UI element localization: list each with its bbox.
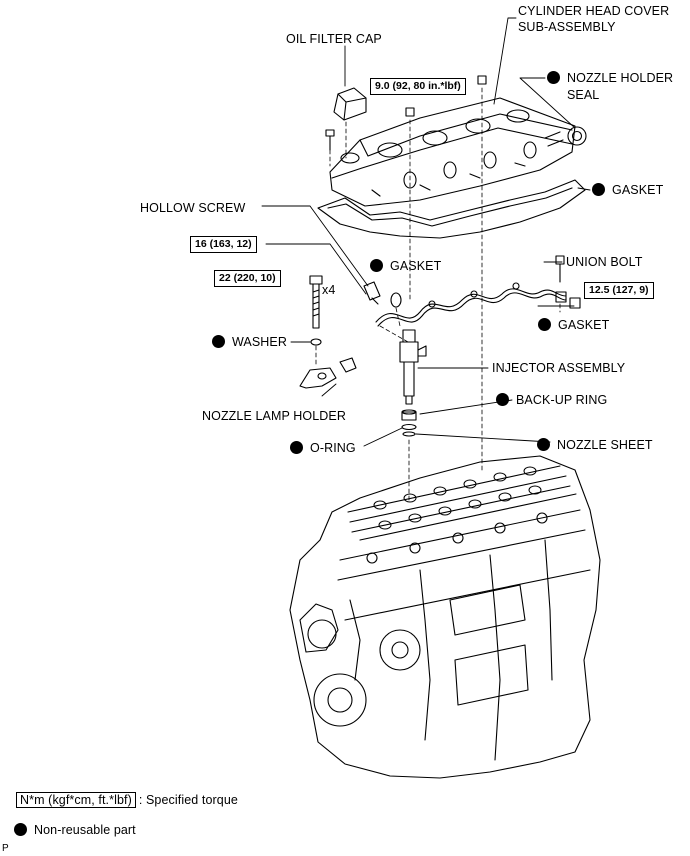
- back-up-ring-label: BACK-UP RING: [496, 393, 607, 407]
- cylinder-head-cover-label-line1: CYLINDER HEAD COVER: [518, 4, 670, 18]
- x4-label: x4: [322, 283, 336, 297]
- injection-pipe: [375, 282, 567, 327]
- legend-unit-text: : Specified torque: [138, 793, 238, 807]
- union-bolt: [555, 255, 567, 303]
- engine-block: [289, 455, 601, 779]
- oil-filter-cap-label: OIL FILTER CAP: [286, 32, 382, 46]
- oil-filter-cap: [333, 87, 367, 121]
- hollow-screw-label: HOLLOW SCREW: [140, 201, 246, 215]
- nonreusable-dot: [496, 393, 509, 406]
- nozzle-holder-seal: [567, 126, 587, 146]
- legend-unit-box: N*m (kgf*cm, ft.*lbf): [16, 792, 136, 808]
- injector-assembly-label: INJECTOR ASSEMBLY: [492, 361, 626, 375]
- nozzle-lamp-holder-label: NOZZLE LAMP HOLDER: [202, 409, 346, 423]
- alignment-lines: [315, 87, 561, 501]
- torque-hollow-screw: 16 (163, 12): [190, 236, 257, 253]
- torque-clamp-bolt: 22 (220, 10): [214, 270, 281, 287]
- union-gasket-label: GASKET: [538, 318, 609, 332]
- cover-gasket-label: GASKET: [592, 183, 663, 197]
- back-up-ring: [401, 409, 417, 421]
- nonreusable-dot: [370, 259, 383, 272]
- legend-nonreusable: Non-reusable part: [14, 823, 136, 837]
- nozzle-sheet-label: NOZZLE SHEET: [537, 438, 653, 452]
- o-ring: [401, 423, 417, 431]
- nonreusable-dot: [547, 71, 560, 84]
- cylinder-head-cover-label-line2: SUB-ASSEMBLY: [518, 20, 616, 34]
- o-ring-label: O-RING: [290, 441, 356, 455]
- nonreusable-dot: [212, 335, 225, 348]
- nonreusable-dot: [537, 438, 550, 451]
- injector-assembly: [399, 329, 427, 405]
- torque-cover-nut: 9.0 (92, 80 in.*lbf): [370, 78, 466, 95]
- clamp-bolt: [309, 275, 323, 329]
- union-gasket: [569, 297, 581, 309]
- nonreusable-dot: [592, 183, 605, 196]
- nonreusable-dot: [290, 441, 303, 454]
- hollow-screw-gasket-label: GASKET: [370, 259, 441, 273]
- cover-gasket: [317, 179, 586, 239]
- leader-lines: [261, 17, 591, 447]
- nonreusable-dot: [14, 823, 27, 836]
- nozzle-holder-seal-label-line1: NOZZLE HOLDER: [547, 71, 673, 85]
- nozzle-sheet: [402, 431, 416, 437]
- corner-mark: P: [2, 843, 9, 854]
- washer-label: WASHER: [212, 335, 287, 349]
- hollow-screw: [363, 281, 381, 305]
- nozzle-lamp-holder: [299, 357, 357, 389]
- cylinder-head-cover: [329, 97, 576, 207]
- washer: [310, 338, 322, 346]
- torque-union-bolt: 12.5 (127, 9): [584, 282, 654, 299]
- hollow-screw-gasket: [390, 292, 402, 308]
- nonreusable-dot: [538, 318, 551, 331]
- nozzle-holder-seal-label-line2: SEAL: [567, 88, 600, 102]
- legend-torque: N*m (kgf*cm, ft.*lbf): Specified torque: [16, 792, 238, 808]
- cover-fasteners: [325, 75, 487, 151]
- union-bolt-label: UNION BOLT: [566, 255, 643, 269]
